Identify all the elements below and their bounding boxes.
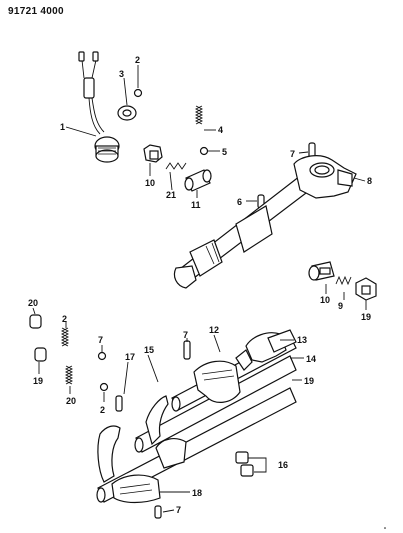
callout-2: 2 [135,55,140,65]
callout-9: 19 [361,312,371,322]
callout-14: 19 [304,376,314,386]
callout-1: 1 [60,122,65,132]
callout-18: 18 [192,488,202,498]
callout-2: 7 [98,335,103,345]
callout-20: 20 [66,396,76,406]
spring [60,327,70,347]
callout-17: 15 [144,345,154,355]
roll-pin [154,505,162,519]
interlock-plug [34,347,47,362]
roll-pin [183,340,191,360]
shift-forks-rails [96,329,297,504]
callout-12: 13 [297,335,307,345]
callout-7: 7 [176,505,181,515]
shift-rail-assembly [173,155,357,289]
callout-9: 10 [145,178,155,188]
callout-4: 4 [218,125,223,135]
diagram-code: 91721 4000 [8,6,64,17]
neutral-switch [65,51,120,163]
spring [165,162,187,170]
callout-21: 11 [191,200,201,210]
plunger [184,169,212,192]
plug [143,144,163,163]
detent-spring [194,105,204,125]
ball [133,88,143,98]
callout-19: 19 [33,376,43,386]
washer [117,105,137,121]
callout-11: 10 [320,295,330,305]
spring [64,365,74,385]
spring [335,275,352,286]
callout-7: 7 [183,330,188,340]
ball [99,382,109,392]
callout-5: 5 [222,147,227,157]
spring [60,327,70,347]
callout-16: 16 [278,460,288,470]
callout-10: 21 [166,190,176,200]
spring [64,365,74,385]
bolt [308,261,335,281]
sleeve-collars [235,451,254,477]
callout-13: 14 [306,354,316,364]
callout-3: 3 [119,69,124,79]
ball [199,146,209,156]
callout-8: 8 [367,176,372,186]
ball [97,351,107,361]
roll-pin [115,395,123,412]
callout-20: 2 [62,314,67,324]
callout-7: 7 [290,149,295,159]
callout-15: 12 [209,325,219,335]
scan-dot [384,527,386,529]
plug [355,277,377,301]
callout-6: 6 [237,197,242,207]
callout-19: 20 [28,298,38,308]
callout-2: 2 [100,405,105,415]
interlock-plug [29,314,42,329]
callout-10: 9 [338,301,343,311]
callout-7: 17 [125,352,135,362]
